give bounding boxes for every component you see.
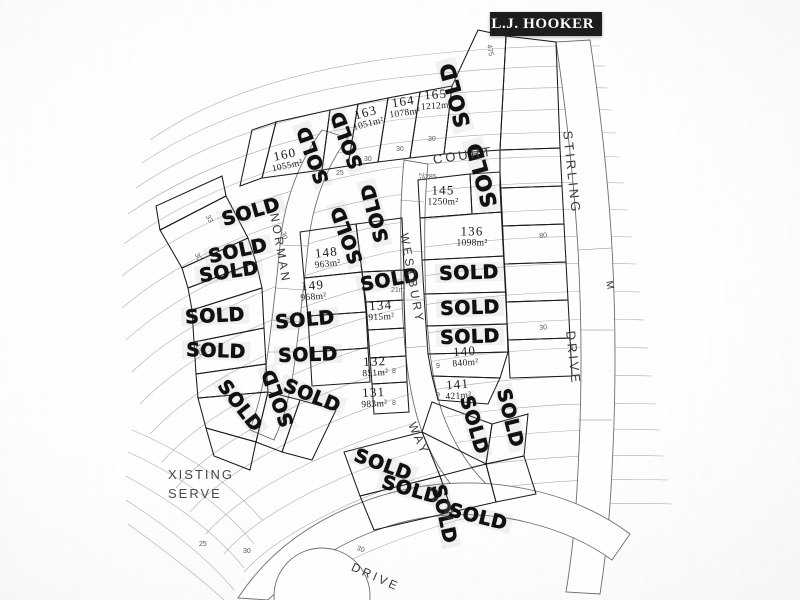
brand-name: L.J. HOOKER — [491, 15, 595, 32]
lot-area: 915m² — [368, 311, 395, 324]
lot-area: 1250m² — [427, 197, 459, 208]
dimension-label: 30 — [243, 548, 251, 555]
lot-area: 968m² — [300, 291, 327, 304]
dimension-label: 8 — [392, 400, 396, 407]
dimension-label: 21m — [391, 287, 405, 294]
dimension-label: 80 — [539, 232, 548, 240]
sold-stamp: SOLD — [439, 324, 501, 350]
sold-stamp: SOLD — [185, 338, 247, 364]
sold-stamp: SOLD — [439, 295, 501, 321]
trademark-symbol: ® — [596, 21, 601, 27]
reserve-contours — [125, 429, 263, 600]
dimension-label: 25 — [336, 170, 344, 177]
dimension-label: 9 — [436, 392, 440, 399]
reserve-line-1: XISTING — [168, 467, 235, 482]
sold-stamp: SOLD — [277, 342, 339, 368]
sold-stamp: SOLD — [184, 303, 246, 329]
dimension-label: 25 — [199, 541, 207, 548]
dimension-label: 8 — [392, 368, 396, 375]
dimension-label: 30 — [539, 324, 548, 332]
dimension-label: 9 — [436, 363, 440, 370]
lot-number: 145 — [431, 182, 455, 198]
lot-boundaries — [155, 29, 573, 531]
dimension-label: 30 — [396, 146, 404, 153]
lot-area: 983m² — [361, 398, 388, 411]
lot-number: 136 — [460, 223, 484, 239]
lot-area: 1098m² — [456, 238, 488, 249]
reserve-line-2: SERVE — [168, 485, 222, 501]
lot-area: 851m² — [362, 367, 389, 380]
sold-stamp: SOLD — [438, 260, 500, 286]
dimension-label: 285 — [425, 174, 437, 181]
existing-reserve-label: XISTING SERVE — [168, 466, 234, 504]
lj-hooker-logo: L.J. HOOKER® — [490, 12, 602, 36]
dimension-label: 30 — [364, 156, 372, 163]
lot-area: 840m² — [452, 357, 479, 370]
dimension-label: 30 — [428, 136, 436, 143]
street-label-m-7: M — [603, 280, 616, 294]
